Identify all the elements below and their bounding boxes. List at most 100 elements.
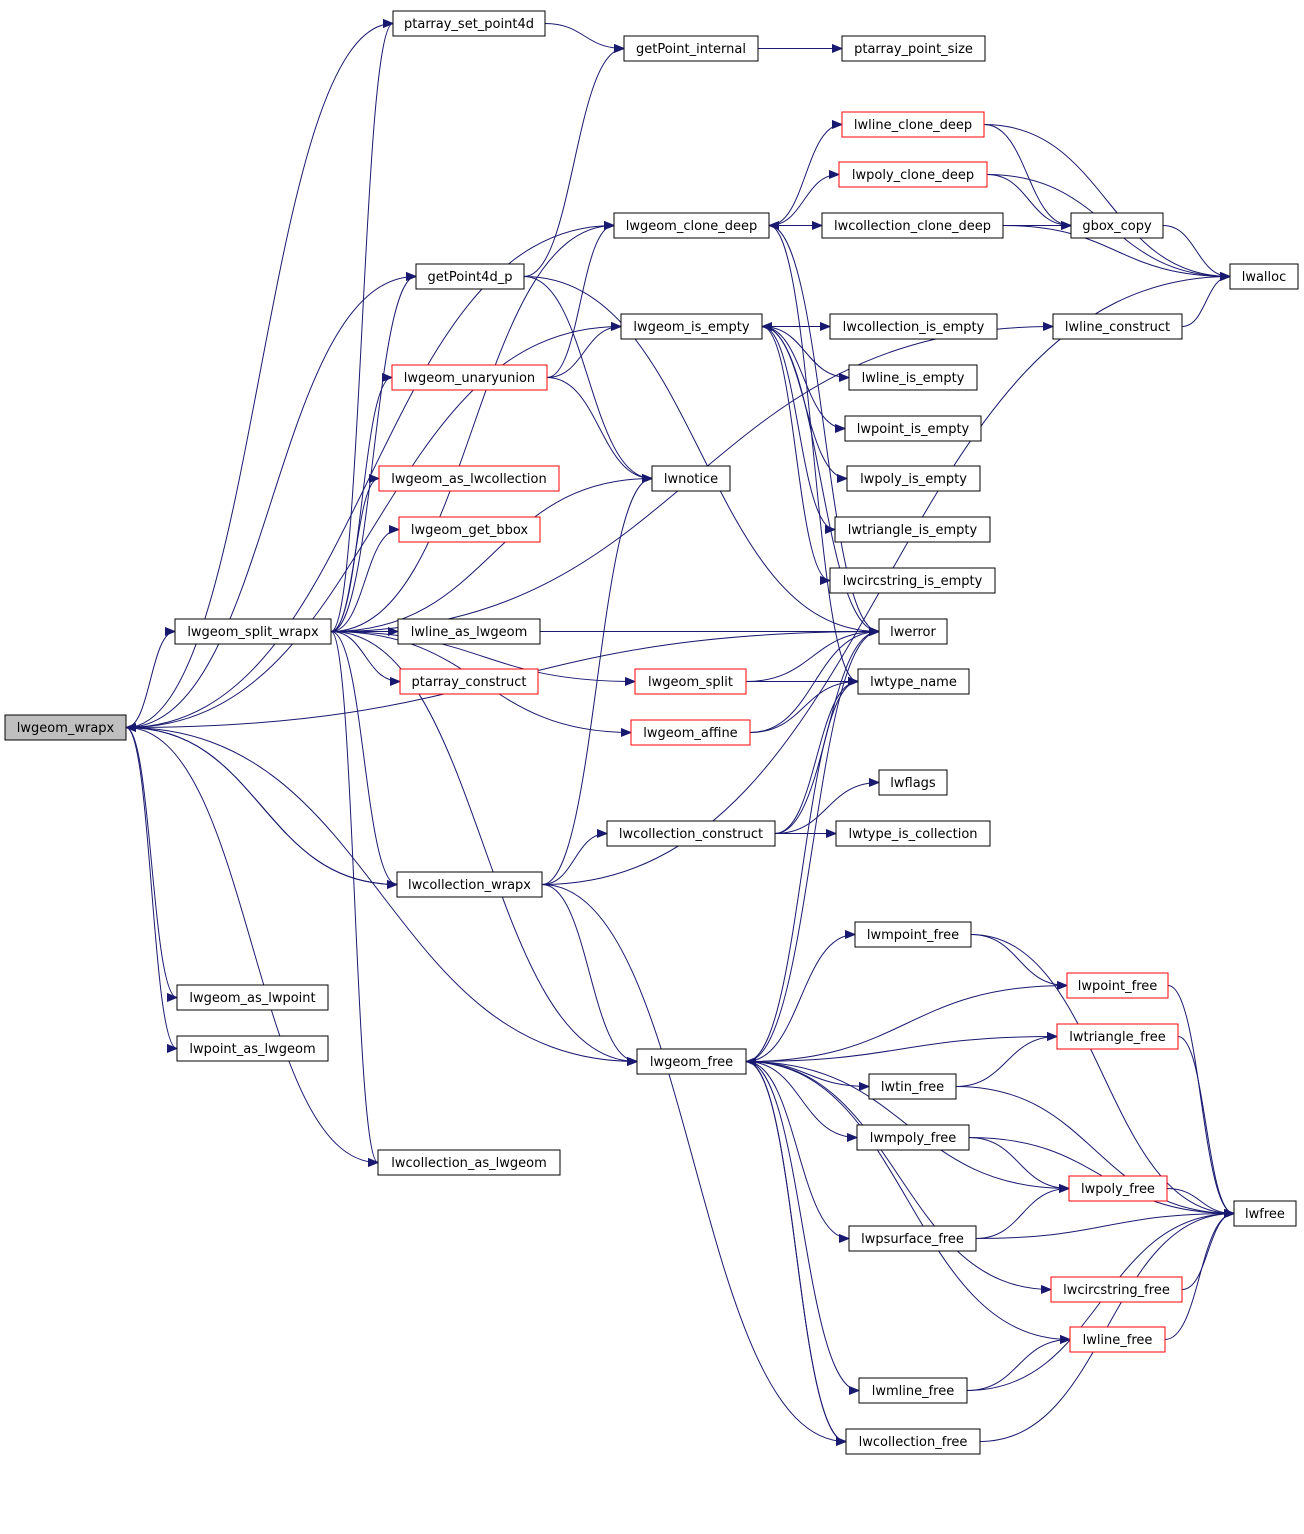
node-ptarray-set-point4d[interactable]: ptarray_set_point4d bbox=[392, 10, 546, 37]
node-label: lwcollection_as_lwgeom bbox=[391, 1156, 546, 1171]
node-ptarray-construct[interactable]: ptarray_construct bbox=[399, 668, 539, 695]
node-lwcircstring-is-empty[interactable]: lwcircstring_is_empty bbox=[829, 567, 996, 594]
node-getPoint-internal[interactable]: getPoint_internal bbox=[623, 35, 759, 62]
node-lwgeom-as-lwcollection[interactable]: lwgeom_as_lwcollection bbox=[378, 465, 560, 492]
node-lwalloc[interactable]: lwalloc bbox=[1229, 263, 1299, 290]
node-box bbox=[606, 820, 776, 847]
node-label: lwcircstring_free bbox=[1063, 1283, 1170, 1298]
node-box bbox=[174, 618, 332, 645]
node-box bbox=[1056, 1023, 1179, 1050]
node-box bbox=[821, 212, 1004, 239]
edge-lwgeom_free-to-lwmline_free bbox=[745, 1061, 859, 1391]
node-lwgeom-is-empty[interactable]: lwgeom_is_empty bbox=[620, 313, 763, 340]
node-label: lwflags bbox=[890, 776, 936, 791]
node-lwtin-free[interactable]: lwtin_free bbox=[868, 1073, 957, 1100]
node-lwcollection-as-lwgeom[interactable]: lwcollection_as_lwgeom bbox=[377, 1149, 561, 1176]
node-lwline-free[interactable]: lwline_free bbox=[1069, 1326, 1166, 1353]
edge-lwgeom_wrapx-to-lwgeom_free bbox=[125, 727, 637, 1062]
node-label: lwline_free bbox=[1083, 1333, 1153, 1348]
node-lwpoly-is-empty[interactable]: lwpoly_is_empty bbox=[846, 465, 981, 492]
node-lwtriangle-free[interactable]: lwtriangle_free bbox=[1056, 1023, 1179, 1050]
node-lwpoly-clone-deep[interactable]: lwpoly_clone_deep bbox=[838, 161, 988, 188]
edge-lwline_clone_deep-to-gbox_copy bbox=[983, 124, 1071, 226]
edge-lwcollection_construct-to-lwflags bbox=[774, 783, 879, 834]
node-box bbox=[857, 668, 970, 695]
node-box bbox=[834, 516, 991, 543]
edge-lwgeom_free-to-lwpoint_free bbox=[745, 986, 1067, 1062]
node-lwmpoly-free[interactable]: lwmpoly_free bbox=[856, 1124, 970, 1151]
node-label: lwtriangle_free bbox=[1069, 1030, 1166, 1045]
node-lwcollection-construct[interactable]: lwcollection_construct bbox=[606, 820, 776, 847]
edge-lwtin_free-to-lwfree bbox=[955, 1086, 1234, 1214]
edge-lwgeom_wrapx-to-lwcollection_as_lwgeom bbox=[125, 727, 378, 1163]
node-box bbox=[636, 1048, 747, 1075]
node-lwcollection-is-empty[interactable]: lwcollection_is_empty bbox=[829, 313, 998, 340]
node-box bbox=[620, 313, 763, 340]
node-lwgeom-unaryunion[interactable]: lwgeom_unaryunion bbox=[391, 364, 548, 391]
node-lwfree[interactable]: lwfree bbox=[1233, 1200, 1297, 1227]
node-box bbox=[1050, 1276, 1183, 1303]
node-getPoint4d-p[interactable]: getPoint4d_p bbox=[415, 263, 525, 290]
node-box bbox=[415, 263, 525, 290]
node-lwpoly-free[interactable]: lwpoly_free bbox=[1068, 1175, 1168, 1202]
node-lwpoint-is-empty[interactable]: lwpoint_is_empty bbox=[844, 415, 982, 442]
edge-lwline_free-to-lwfree bbox=[1164, 1214, 1235, 1340]
node-lwpoint-as-lwgeom[interactable]: lwpoint_as_lwgeom bbox=[176, 1035, 329, 1062]
node-label: lwpsurface_free bbox=[861, 1232, 964, 1247]
node-lwmpoint-free[interactable]: lwmpoint_free bbox=[854, 921, 972, 948]
node-lwline-is-empty[interactable]: lwline_is_empty bbox=[848, 364, 978, 391]
node-lwgeom-affine[interactable]: lwgeom_affine bbox=[630, 719, 751, 746]
node-lwline-clone-deep[interactable]: lwline_clone_deep bbox=[841, 111, 985, 138]
node-lwcollection-clone-deep[interactable]: lwcollection_clone_deep bbox=[821, 212, 1004, 239]
node-lwmline-free[interactable]: lwmline_free bbox=[858, 1377, 968, 1404]
edge-lwgeom_is_empty-to-lwerror bbox=[761, 326, 879, 632]
node-lwpoint-free[interactable]: lwpoint_free bbox=[1066, 972, 1169, 999]
node-lwcollection-free[interactable]: lwcollection_free bbox=[845, 1428, 981, 1455]
edge-lwcollection_clone_deep-to-lwalloc bbox=[1002, 225, 1230, 277]
edge-lwmline_free-to-lwline_free bbox=[966, 1340, 1070, 1391]
node-ptarray-point-size[interactable]: ptarray_point_size bbox=[841, 35, 986, 62]
node-label: lwline_clone_deep bbox=[854, 118, 972, 133]
node-box bbox=[630, 719, 751, 746]
node-label: lwgeom_wrapx bbox=[17, 721, 115, 736]
node-box bbox=[1068, 1175, 1168, 1202]
node-lwnotice[interactable]: lwnotice bbox=[651, 465, 731, 492]
node-label: lwpoint_free bbox=[1078, 979, 1158, 994]
edge-lwgeom_clone_deep-to-lwerror bbox=[768, 225, 879, 632]
node-lwline-as-lwgeom[interactable]: lwline_as_lwgeom bbox=[397, 618, 541, 645]
node-lwgeom-free[interactable]: lwgeom_free bbox=[636, 1048, 747, 1075]
node-label: lwgeom_as_lwpoint bbox=[189, 991, 315, 1006]
edge-lwgeom_split-to-lwerror bbox=[745, 632, 879, 682]
node-lwerror[interactable]: lwerror bbox=[878, 618, 948, 645]
edge-lwgeom_free-to-lwcircstring_free bbox=[745, 1061, 1051, 1290]
node-label: lwcollection_is_empty bbox=[843, 320, 985, 335]
node-lwgeom-split-wrapx[interactable]: lwgeom_split_wrapx bbox=[174, 618, 332, 645]
node-lwflags[interactable]: lwflags bbox=[878, 769, 948, 796]
node-lwcircstring-free[interactable]: lwcircstring_free bbox=[1050, 1276, 1183, 1303]
node-box bbox=[846, 465, 981, 492]
edge-lwgeom_split_wrapx-to-getPoint4d_p bbox=[330, 277, 417, 632]
edge-lwgeom_split_wrapx-to-lwgeom_get_bbox bbox=[330, 530, 399, 632]
node-lwcollection-wrapx[interactable]: lwcollection_wrapx bbox=[396, 871, 543, 898]
node-lwtype-is-collection[interactable]: lwtype_is_collection bbox=[835, 820, 991, 847]
node-lwgeom-as-lwpoint[interactable]: lwgeom_as_lwpoint bbox=[176, 984, 329, 1011]
edge-lwgeom_free-to-lwmpoly_free bbox=[745, 1061, 857, 1138]
edge-lwgeom_affine-to-lwerror bbox=[749, 632, 879, 733]
node-lwgeom-clone-deep[interactable]: lwgeom_clone_deep bbox=[613, 212, 770, 239]
edge-lwgeom_free-to-lwerror bbox=[745, 632, 879, 1062]
node-label: lwline_is_empty bbox=[862, 371, 965, 386]
node-label: lwline_construct bbox=[1065, 320, 1170, 335]
node-lwpsurface-free[interactable]: lwpsurface_free bbox=[848, 1225, 977, 1252]
node-label: lwmpoint_free bbox=[867, 928, 959, 943]
node-lwgeom-wrapx[interactable]: lwgeom_wrapx bbox=[4, 714, 127, 741]
node-gbox-copy[interactable]: gbox_copy bbox=[1070, 212, 1164, 239]
node-lwtriangle-is-empty[interactable]: lwtriangle_is_empty bbox=[834, 516, 991, 543]
node-box bbox=[858, 1377, 968, 1404]
node-lwtype-name[interactable]: lwtype_name bbox=[857, 668, 970, 695]
edge-lwgeom_split_wrapx-to-lwcollection_as_lwgeom bbox=[330, 631, 379, 1163]
node-lwgeom-get-bbox[interactable]: lwgeom_get_bbox bbox=[398, 516, 541, 543]
edge-lwgeom_wrapx-to-lwgeom_as_lwpoint bbox=[125, 727, 178, 998]
node-lwline-construct[interactable]: lwline_construct bbox=[1052, 313, 1183, 340]
node-lwgeom-split[interactable]: lwgeom_split bbox=[634, 668, 747, 695]
